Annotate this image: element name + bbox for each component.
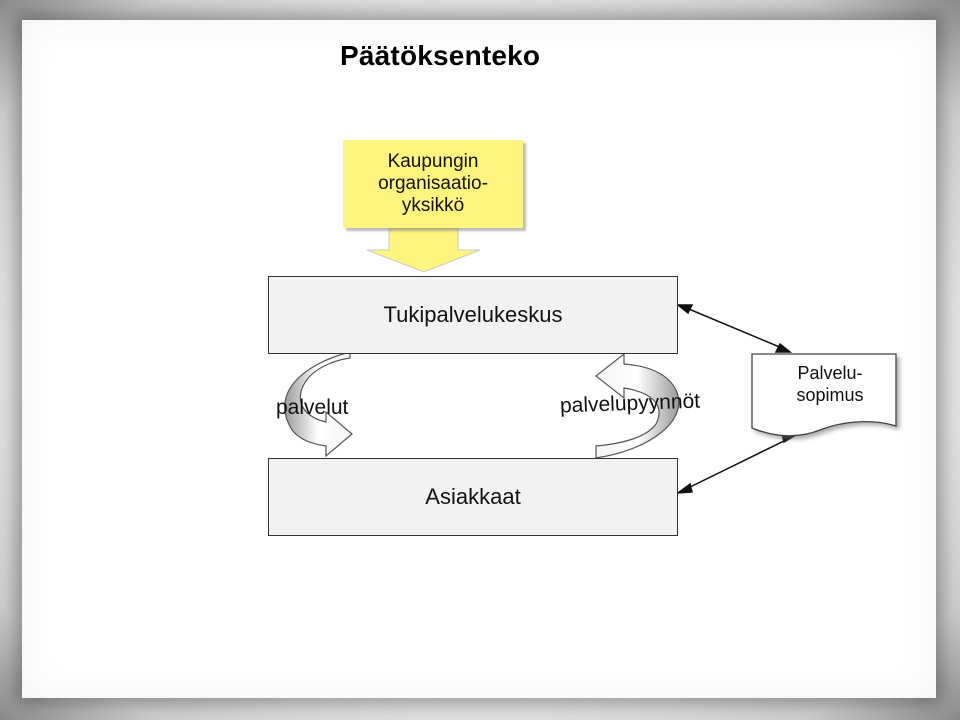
customers-label: Asiakkaat [425,484,521,509]
customers-box: Asiakkaat [268,458,678,536]
connector-bottom [675,433,799,494]
unit-line-1: Kaupungin [387,151,479,172]
down-arrow-icon [366,227,481,273]
services-label: palvelut [276,396,349,419]
requests-label: palvelupyynnöt [559,389,701,418]
contract-line-2: sopimus [796,385,864,405]
curved-arrow-requests-icon [595,352,680,459]
connector-top [675,304,793,353]
contract-document-icon [751,353,897,437]
page-title: Päätöksenteko [340,40,541,71]
support-center-box: Tukipalvelukeskus [268,276,678,354]
curved-arrow-services-icon [284,351,353,458]
contract-label: Palvelu- sopimus [760,362,900,406]
unit-line-3: yksikkö [401,195,465,216]
contract-line-1: Palvelu- [797,363,863,383]
support-center-label: Tukipalvelukeskus [383,302,563,327]
unit-line-2: organisaatio- [378,173,488,194]
unit-box: Kaupungin organisaatio- yksikkö [343,140,523,228]
